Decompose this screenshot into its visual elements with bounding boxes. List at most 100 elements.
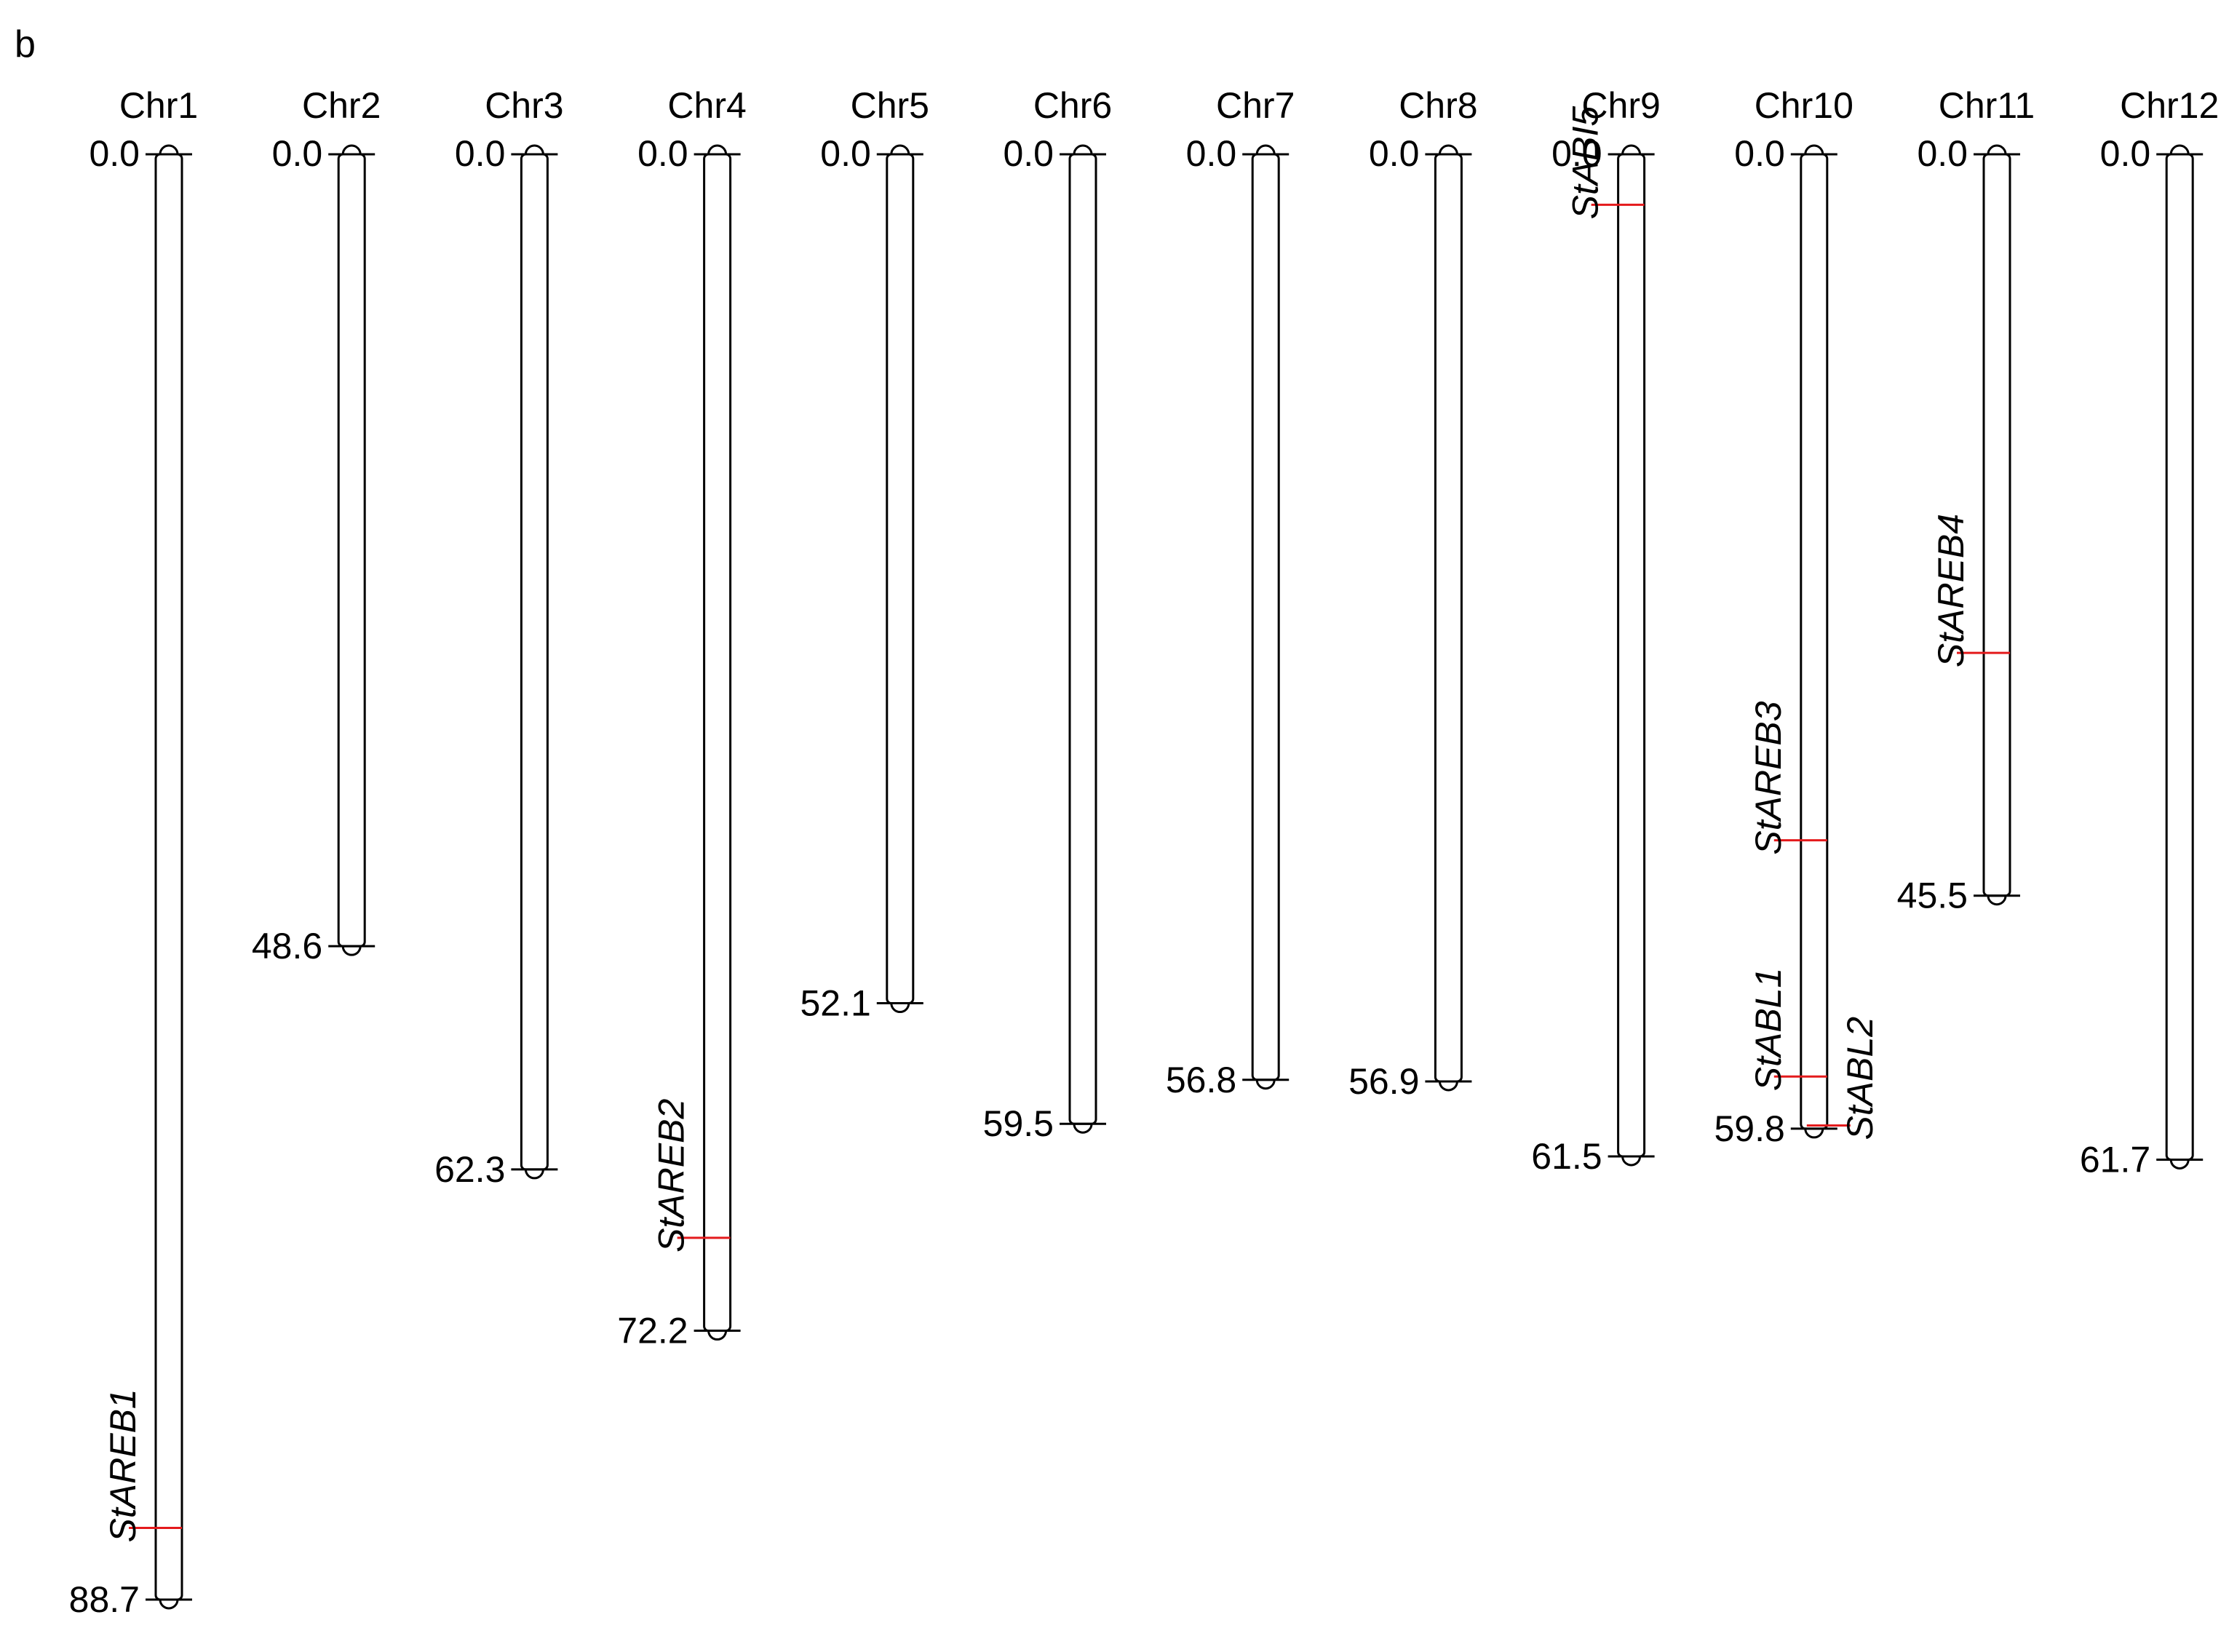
start-position-label: 0.0 — [1186, 133, 1237, 174]
start-position-label: 0.0 — [1369, 133, 1420, 174]
chromosome-name: Chr9 — [1581, 85, 1660, 126]
top-cap-arc — [890, 144, 910, 155]
start-position-label: 0.0 — [820, 133, 871, 174]
gene-label: StAREB1 — [103, 1389, 143, 1542]
start-position-label: 0.0 — [272, 133, 323, 174]
chromosome-chr1: Chr1 0.0 88.7 — [69, 85, 199, 1620]
bottom-cap-arc — [1255, 1079, 1276, 1090]
top-cap-arc — [1804, 144, 1824, 155]
gene-label: StAREB3 — [1748, 701, 1789, 854]
chromosome-body — [1068, 153, 1097, 1125]
end-position-label: 72.2 — [617, 1311, 688, 1351]
start-position-label: 0.0 — [1917, 133, 1968, 174]
start-position-label: 0.0 — [1551, 133, 1602, 174]
chromosome-chr5: Chr5 0.0 52.1 — [800, 85, 929, 1024]
start-position-label: 0.0 — [2100, 133, 2151, 174]
end-position-label: 59.8 — [1714, 1108, 1784, 1149]
chromosome-name: Chr5 — [851, 85, 929, 126]
chromosome-name: Chr7 — [1216, 85, 1295, 126]
chromosome-body — [1982, 153, 2011, 897]
end-position-label: 52.1 — [800, 983, 870, 1024]
chromosome-name: Chr4 — [667, 85, 746, 126]
chromosome-name: Chr8 — [1399, 85, 1477, 126]
top-cap-arc — [1621, 144, 1642, 155]
bottom-cap-arc — [2169, 1159, 2190, 1169]
top-cap-arc — [1073, 144, 1093, 155]
bottom-cap-arc — [1438, 1081, 1458, 1092]
gene-stabl1: StABL1 — [1748, 968, 1827, 1092]
chromosome-body — [2165, 153, 2194, 1161]
chromosome-name: Chr2 — [302, 85, 381, 126]
chromosome-chr6: Chr6 0.0 59.5 — [983, 85, 1113, 1144]
end-position-label: 62.3 — [434, 1149, 505, 1190]
chromosome-body — [703, 153, 732, 1333]
gene-stareb4: StAREB4 — [1931, 514, 2010, 667]
top-cap-arc — [707, 144, 728, 155]
chromosome-name: Chr10 — [1755, 85, 1853, 126]
gene-label: StAREB2 — [651, 1099, 692, 1252]
chromosome-name: Chr12 — [2120, 85, 2219, 126]
chromosome-body — [520, 153, 549, 1171]
gene-stareb2: StAREB2 — [651, 1099, 731, 1252]
end-position-label: 56.9 — [1348, 1061, 1419, 1102]
chromosome-name: Chr1 — [119, 85, 198, 126]
top-cap-arc — [159, 144, 179, 155]
end-position-label: 56.8 — [1166, 1060, 1236, 1100]
gene-label: StABL1 — [1748, 968, 1789, 1092]
start-position-label: 0.0 — [637, 133, 688, 174]
bottom-cap-arc — [341, 946, 362, 956]
gene-stareb1: StAREB1 — [103, 1389, 182, 1542]
start-position-label: 0.0 — [1003, 133, 1054, 174]
chromosome-chr7: Chr7 0.0 56.8 — [1166, 85, 1295, 1100]
top-cap-arc — [341, 144, 362, 155]
chromosome-chr9: Chr9 0.0 61.5 — [1531, 85, 1661, 1177]
chromosome-body — [1434, 153, 1463, 1083]
end-position-label: 61.5 — [1531, 1136, 1602, 1177]
start-position-label: 0.0 — [455, 133, 506, 174]
chromosome-body — [886, 153, 915, 1005]
gene-label: StABI5 — [1565, 106, 1606, 220]
bottom-cap-arc — [159, 1599, 179, 1610]
top-cap-arc — [1438, 144, 1458, 155]
end-position-label: 59.5 — [983, 1103, 1054, 1144]
chromosome-body — [1251, 153, 1280, 1081]
bottom-cap-arc — [1987, 895, 2007, 906]
bottom-cap-arc — [1804, 1128, 1824, 1139]
gene-label: StAREB4 — [1931, 514, 1971, 667]
bottom-cap-arc — [707, 1330, 728, 1341]
chromosome-body — [1800, 153, 1829, 1130]
chromosome-name: Chr3 — [485, 85, 563, 126]
chromosome-chr8: Chr8 0.0 56.9 — [1348, 85, 1478, 1102]
chromosome-body — [337, 153, 366, 948]
gene-stabi5: StABI5 — [1565, 106, 1645, 220]
gene-stabl2: StABL2 — [1806, 1017, 1880, 1140]
chromosome-chr12: Chr12 0.0 61.7 — [2080, 85, 2219, 1180]
gene-stareb3: StAREB3 — [1748, 701, 1827, 855]
top-cap-arc — [1255, 144, 1276, 155]
chromosome-chr11: Chr11 0.0 45.5 — [1897, 85, 2035, 916]
bottom-cap-arc — [1621, 1156, 1642, 1167]
chromosome-name: Chr11 — [1939, 85, 2035, 126]
bottom-cap-arc — [1073, 1124, 1093, 1134]
end-position-label: 61.7 — [2080, 1139, 2150, 1180]
end-position-label: 48.6 — [252, 926, 322, 966]
end-position-label: 45.5 — [1897, 875, 1968, 916]
top-cap-arc — [2169, 144, 2190, 155]
bottom-cap-arc — [524, 1169, 544, 1180]
chromosome-body — [154, 153, 183, 1601]
top-cap-arc — [524, 144, 544, 155]
chromosome-group: Chr1 0.0 88.7 Chr2 0.0 48.6 Chr3 0.0 62.3 Chr4 0.0… — [69, 85, 2220, 1620]
chromosome-name: Chr6 — [1033, 85, 1112, 126]
panel-label: b — [15, 23, 36, 65]
top-cap-arc — [1987, 144, 2007, 155]
chromosome-body — [1617, 153, 1646, 1158]
start-position-label: 0.0 — [89, 133, 140, 174]
gene-label: StABL2 — [1840, 1017, 1880, 1140]
end-position-label: 88.7 — [69, 1579, 140, 1620]
chromosome-chr2: Chr2 0.0 48.6 — [252, 85, 381, 966]
bottom-cap-arc — [890, 1003, 910, 1014]
chromosome-chr3: Chr3 0.0 62.3 — [434, 85, 564, 1190]
